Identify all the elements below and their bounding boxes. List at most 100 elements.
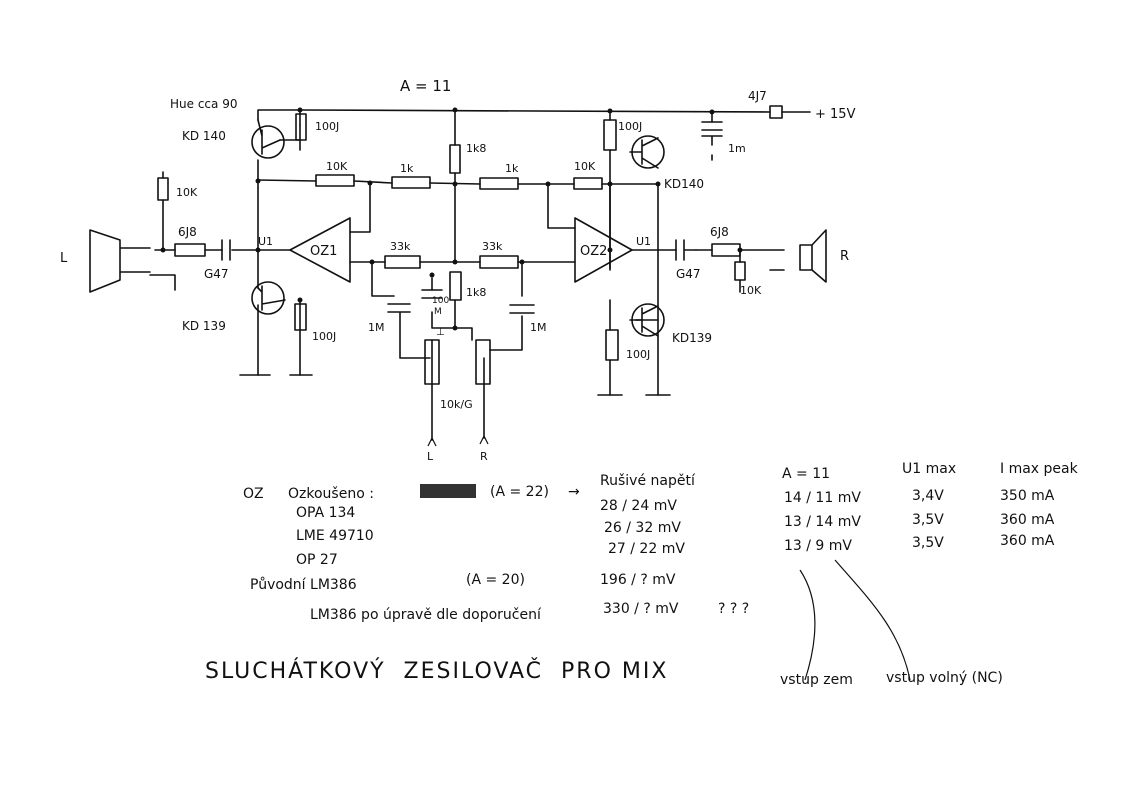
table-header-u1max: U1 max xyxy=(902,461,956,477)
left-output-cap-label: G47 xyxy=(204,267,229,281)
wiring xyxy=(149,109,811,441)
left-upper-emitter-label: 100J xyxy=(315,120,339,133)
notes-lm386-mod-value: 330 / ? mV xyxy=(603,601,679,617)
resistor-left-33k xyxy=(384,255,421,269)
notes-gain22: (A = 22) xyxy=(490,484,549,500)
annotation-vstup-zem: vstup zem xyxy=(780,672,853,688)
table-header-gain: A = 11 xyxy=(782,466,830,482)
headphone-right-icon xyxy=(799,229,827,283)
resistor-right-1k xyxy=(479,177,519,190)
capacitor-supply-1m xyxy=(701,121,723,137)
resistor-right-6j8 xyxy=(711,243,741,257)
capacitor-right-g47 xyxy=(675,239,697,261)
resistor-right-33k xyxy=(479,255,519,269)
resistor-left-6j8 xyxy=(174,243,206,257)
table-row3-imax: 360 mA xyxy=(1000,533,1055,549)
resistor-center-1k8-top xyxy=(449,144,461,174)
resistor-right-10k-load xyxy=(734,261,746,281)
notes-tested-label: Ozkoušeno : xyxy=(288,486,374,502)
opamp-oz1 xyxy=(289,217,351,283)
left-upper-transistor-label: KD 140 xyxy=(182,129,226,143)
pot-label: 10k/G xyxy=(440,398,473,411)
header-gain: A = 11 xyxy=(400,77,451,95)
table-header-imax: I max peak xyxy=(1000,461,1079,477)
noise-value-1: 28 / 24 mV xyxy=(600,498,677,514)
table-row2-imax: 360 mA xyxy=(1000,512,1055,528)
capacitors xyxy=(221,121,723,314)
notes-question-marks: ? ? ? xyxy=(718,601,749,617)
resistor-left-10k xyxy=(315,174,355,187)
potentiometer-left xyxy=(424,339,440,385)
noise-value-2: 26 / 32 mV xyxy=(604,520,681,536)
resistor-right-bottom-100j xyxy=(605,329,619,361)
center-bottom-r-label: 1k8 xyxy=(466,286,486,299)
center-cap-unit: M xyxy=(434,307,442,317)
resistor-supply-4j7 xyxy=(769,105,783,119)
opamps xyxy=(289,217,633,283)
transistors xyxy=(251,119,665,337)
notes-arrow: → xyxy=(568,484,580,500)
left-gain-r-label: 33k xyxy=(390,240,411,253)
arrow-down-icon xyxy=(427,435,489,447)
supply-resistor-label: 4J7 xyxy=(748,89,767,103)
right-lower-emitter-label: 100J xyxy=(626,348,650,361)
notes-original-value: 196 / ? mV xyxy=(600,572,676,588)
supply-cap-label: 1m xyxy=(728,142,746,155)
right-jack-label: R xyxy=(840,249,849,264)
left-lower-transistor-label: KD 139 xyxy=(182,319,226,333)
resistor-left-pulldown-10k xyxy=(157,177,169,201)
right-divider-r-label: 1k xyxy=(505,162,519,175)
notes-gain20: (A = 20) xyxy=(466,572,525,588)
capacitor-right-1m xyxy=(509,304,535,314)
capacitor-left-g47 xyxy=(221,239,231,261)
potentiometer-right xyxy=(475,339,491,385)
resistor-right-top-100j xyxy=(603,119,617,151)
left-output-r-label: 6J8 xyxy=(178,225,197,239)
capacitor-center-100m xyxy=(421,289,443,299)
notes-noise-header: Rušivé napětí xyxy=(600,473,696,489)
transistor-left-kd139 xyxy=(251,281,286,315)
notes-oz-label: OZ xyxy=(243,486,264,502)
opamp-oz1-label: OZ1 xyxy=(310,244,337,259)
right-gain-r-label: 33k xyxy=(482,240,503,253)
table-row3-u1: 3,5V xyxy=(912,535,944,551)
left-u1-label: U1 xyxy=(258,235,273,248)
transistor-right-kd139 xyxy=(629,303,665,337)
resistor-left-top-100j xyxy=(295,113,307,141)
opamp-name-3: OP 27 xyxy=(296,552,338,568)
opamp-name-2: LME 49710 xyxy=(296,528,374,544)
input-left-label: L xyxy=(427,450,434,463)
center-cap-label: 100 xyxy=(432,296,449,306)
table-row1-u1: 3,4V xyxy=(912,488,944,504)
table-row2-u1: 3,5V xyxy=(912,512,944,528)
capacitor-left-1m xyxy=(387,303,411,313)
right-output-r-label: 6J8 xyxy=(710,225,729,239)
notes-lm386-mod: LM386 po úpravě dle doporučení xyxy=(310,607,542,623)
opamp-oz2-label: OZ2 xyxy=(580,244,607,259)
header-supply: + 15V xyxy=(815,107,856,122)
right-upper-transistor-label: KD140 xyxy=(664,177,704,191)
left-divider-r-label: 1k xyxy=(400,162,414,175)
headphone-left-icon xyxy=(89,229,151,293)
input-right-label: R xyxy=(480,450,488,463)
annotation-arrow-left xyxy=(799,569,816,681)
page-title: SLUCHÁTKOVÝ ZESILOVAČ PRO MIX xyxy=(205,658,668,684)
transistor-right-kd140 xyxy=(629,135,665,169)
table-row1-imax: 350 mA xyxy=(1000,488,1055,504)
right-load-r-label: 10K xyxy=(740,284,762,297)
resistors xyxy=(157,105,783,385)
resistor-left-bottom-100j xyxy=(294,303,307,331)
junction-dots xyxy=(160,107,743,331)
left-pulldown-label: 10K xyxy=(176,186,198,199)
opamp-name-1: OPA 134 xyxy=(296,505,355,521)
right-gain-cap-label: 1M xyxy=(530,321,547,334)
right-lower-transistor-label: KD139 xyxy=(672,331,712,345)
table-row1-noise: 14 / 11 mV xyxy=(784,490,861,506)
transistor-left-kd140 xyxy=(251,119,285,159)
annotation-vstup-volny: vstup volný (NC) xyxy=(886,670,1003,686)
cooler-label: Hue cca 90 xyxy=(170,97,237,111)
scribble-mark xyxy=(420,484,476,498)
table-row2-noise: 13 / 14 mV xyxy=(784,514,861,530)
left-gain-cap-label: 1M xyxy=(368,321,385,334)
